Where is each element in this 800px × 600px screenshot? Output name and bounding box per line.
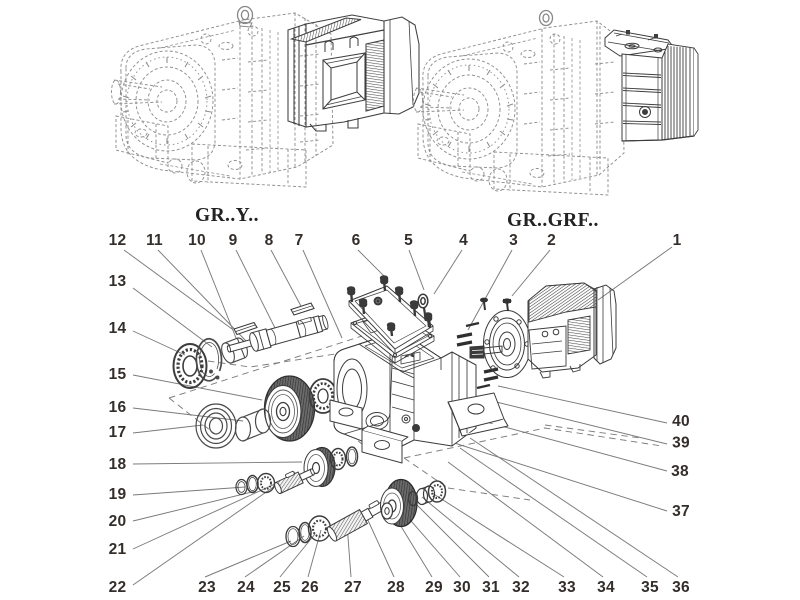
svg-text:9: 9 <box>229 232 238 249</box>
svg-text:21: 21 <box>109 541 127 558</box>
svg-text:10: 10 <box>188 232 206 249</box>
svg-text:6: 6 <box>352 232 361 249</box>
svg-text:39: 39 <box>672 435 690 452</box>
svg-text:18: 18 <box>109 456 127 473</box>
svg-text:32: 32 <box>512 579 530 596</box>
svg-text:11: 11 <box>146 232 163 249</box>
svg-text:33: 33 <box>558 579 576 596</box>
svg-text:35: 35 <box>641 579 659 596</box>
svg-text:20: 20 <box>109 513 127 530</box>
svg-text:25: 25 <box>273 579 291 596</box>
svg-text:4: 4 <box>459 232 468 249</box>
svg-text:38: 38 <box>671 463 689 480</box>
svg-text:24: 24 <box>237 579 255 596</box>
svg-text:34: 34 <box>597 579 615 596</box>
svg-text:13: 13 <box>109 273 127 290</box>
svg-text:GR..Y..: GR..Y.. <box>195 205 259 226</box>
svg-text:22: 22 <box>109 579 127 596</box>
svg-text:23: 23 <box>198 579 216 596</box>
svg-text:5: 5 <box>404 232 413 249</box>
svg-text:17: 17 <box>109 424 127 441</box>
svg-text:15: 15 <box>109 366 127 383</box>
svg-text:27: 27 <box>344 579 362 596</box>
svg-text:28: 28 <box>387 579 405 596</box>
svg-text:12: 12 <box>109 232 127 249</box>
svg-text:26: 26 <box>301 579 319 596</box>
svg-text:40: 40 <box>672 413 690 430</box>
svg-text:16: 16 <box>109 399 127 416</box>
svg-text:3: 3 <box>509 232 518 249</box>
svg-text:29: 29 <box>425 579 443 596</box>
svg-text:8: 8 <box>265 232 274 249</box>
svg-text:7: 7 <box>295 232 304 249</box>
svg-text:37: 37 <box>672 503 690 520</box>
svg-text:2: 2 <box>547 232 556 249</box>
svg-text:1: 1 <box>673 232 682 249</box>
svg-text:31: 31 <box>482 579 500 596</box>
svg-text:14: 14 <box>109 320 127 337</box>
svg-text:19: 19 <box>109 486 127 503</box>
svg-text:36: 36 <box>672 579 690 596</box>
svg-text:30: 30 <box>453 579 471 596</box>
svg-text:GR..GRF..: GR..GRF.. <box>507 210 599 231</box>
